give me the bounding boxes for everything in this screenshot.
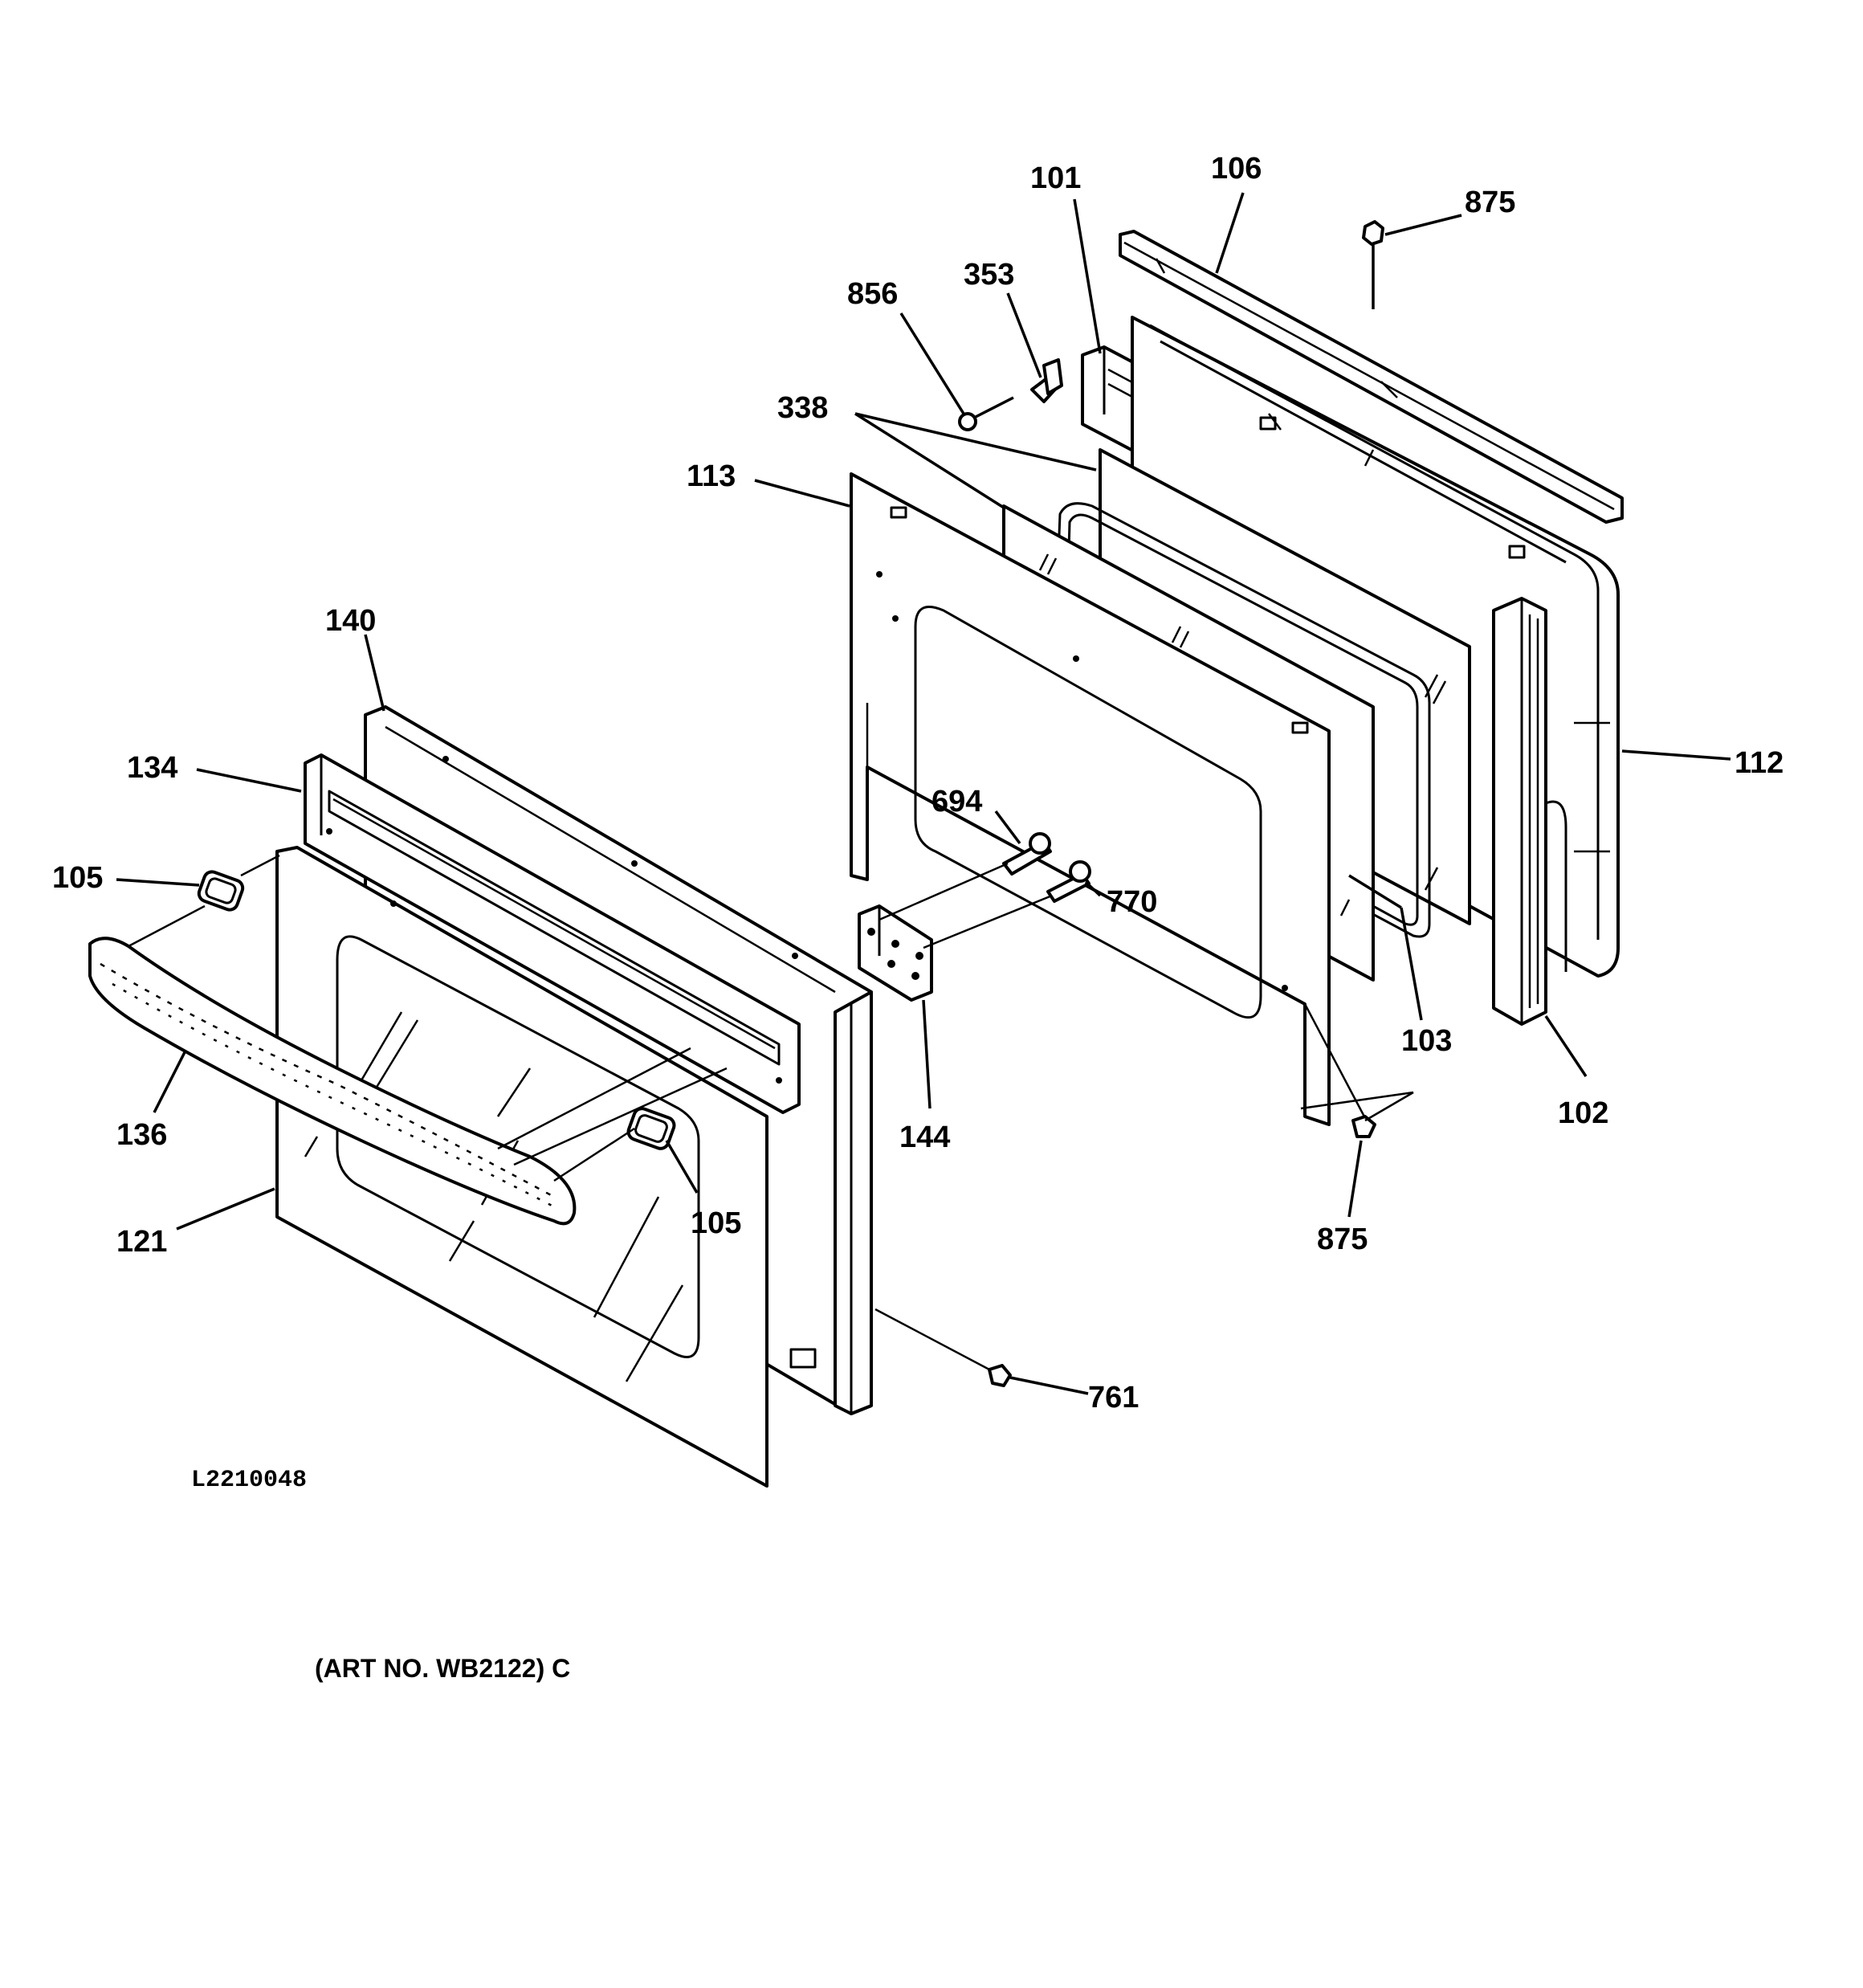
callout-113: 113 xyxy=(687,459,736,493)
callout-121: 121 xyxy=(116,1225,167,1259)
callout-770: 770 xyxy=(1107,885,1157,919)
callout-136: 136 xyxy=(116,1118,167,1152)
clip-353 xyxy=(1030,358,1063,403)
callout-353: 353 xyxy=(964,258,1014,292)
screw-856 xyxy=(958,396,1014,431)
screw-875-top xyxy=(1362,220,1384,309)
callout-761: 761 xyxy=(1088,1381,1139,1414)
part-144-hinge-plate xyxy=(858,904,933,1002)
screw-875-bottom xyxy=(1351,1115,1376,1138)
leader-lines xyxy=(116,192,1731,1395)
callout-338: 338 xyxy=(777,391,828,425)
callout-875-bottom: 875 xyxy=(1317,1223,1368,1256)
callout-694: 694 xyxy=(932,785,982,818)
screw-694 xyxy=(1002,832,1052,876)
callout-875-top: 875 xyxy=(1465,186,1515,219)
callout-134: 134 xyxy=(127,751,177,785)
callout-labels: 101 106 875 353 856 338 113 140 134 105 … xyxy=(52,152,1784,1414)
callout-106: 106 xyxy=(1211,152,1262,186)
callout-105-right: 105 xyxy=(691,1206,741,1240)
callout-105-left: 105 xyxy=(52,861,103,895)
image-code: L2210048 xyxy=(191,1467,307,1494)
part-136-handle xyxy=(88,937,577,1226)
art-number: (ART NO. WB2122) C xyxy=(315,1654,570,1683)
callout-103: 103 xyxy=(1401,1024,1452,1058)
part-105-end-cap-right xyxy=(626,1107,676,1150)
part-102-side-channel xyxy=(1492,597,1567,1026)
part-106-top-rail xyxy=(1119,230,1624,524)
callout-144: 144 xyxy=(899,1121,950,1154)
part-134-vent-trim xyxy=(304,753,801,1114)
callout-101: 101 xyxy=(1030,161,1081,195)
callout-102: 102 xyxy=(1558,1096,1608,1130)
callout-112: 112 xyxy=(1735,746,1784,780)
part-105-end-cap-left xyxy=(197,870,245,912)
callout-140: 140 xyxy=(325,604,376,638)
callout-856: 856 xyxy=(847,277,898,311)
screw-761 xyxy=(988,1364,1012,1387)
screw-770 xyxy=(1046,860,1091,903)
